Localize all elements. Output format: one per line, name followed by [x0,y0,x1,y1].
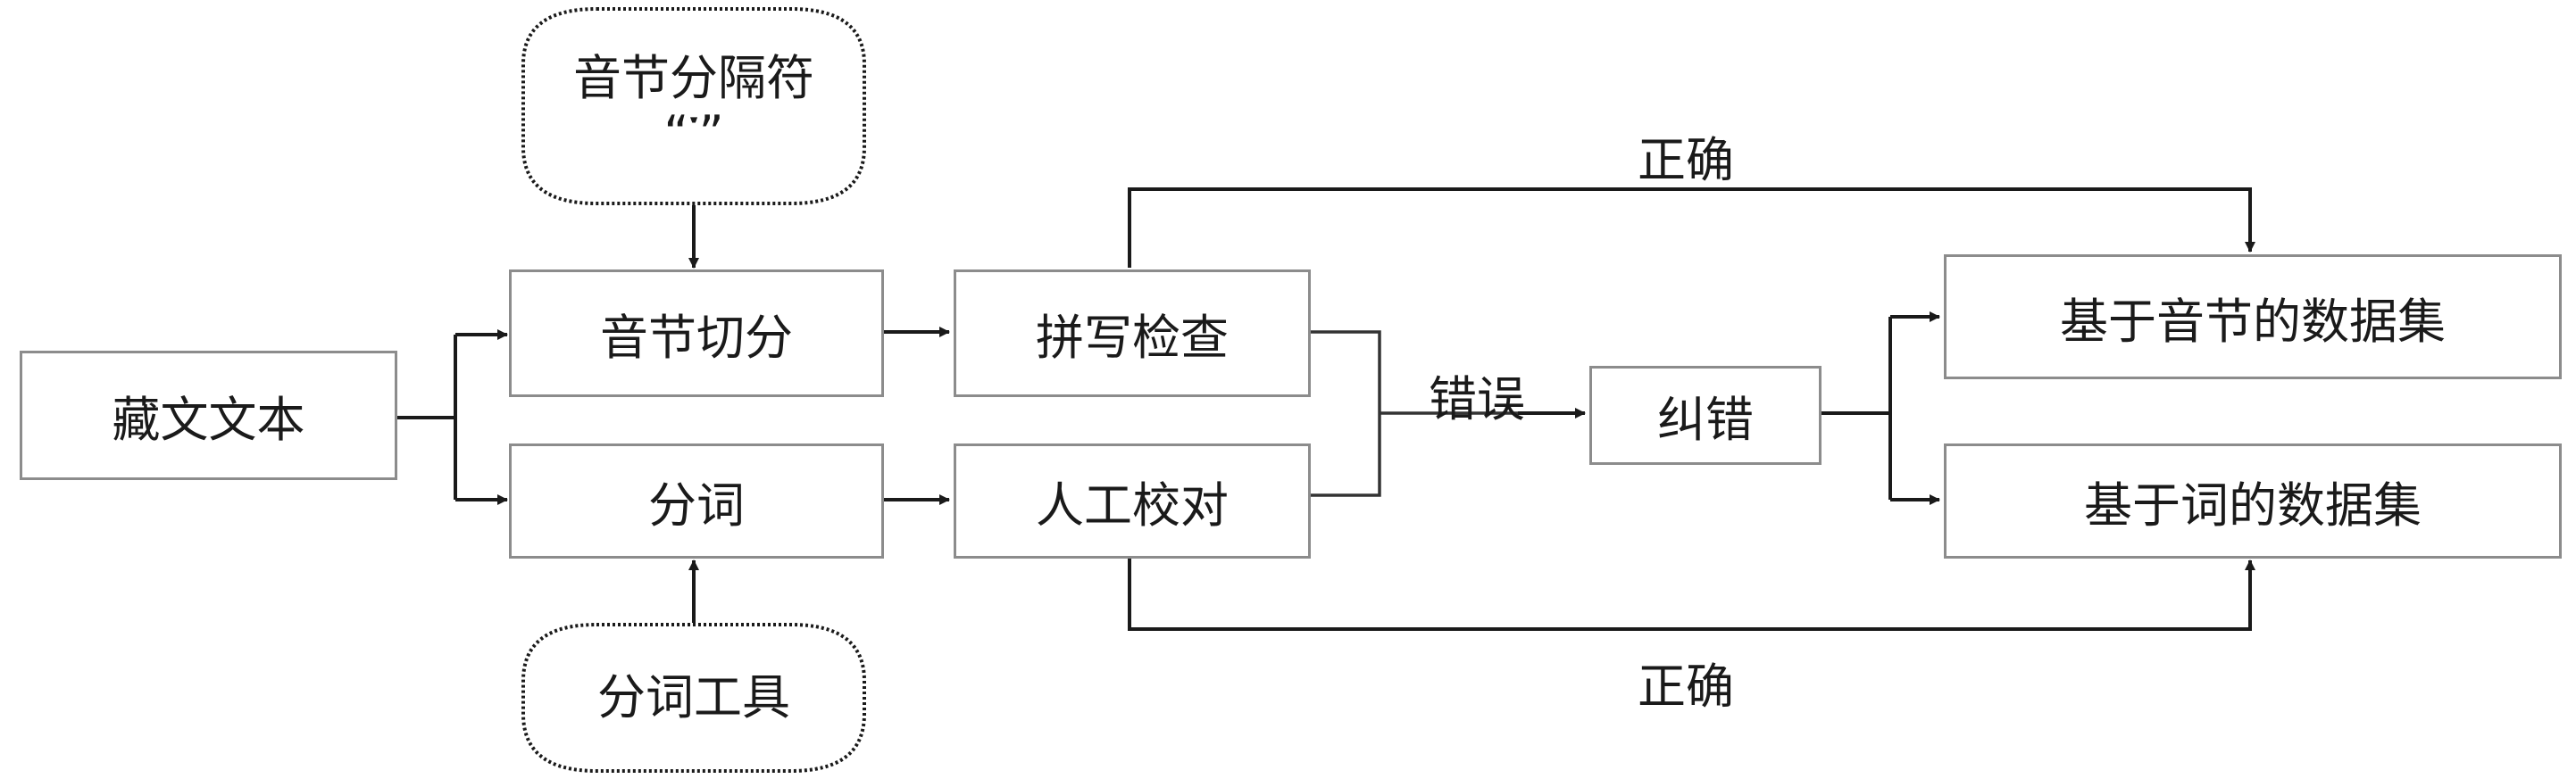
separator-input: 音节分隔符 “་” [523,9,864,203]
edge-label-error: 错误 [1429,371,1525,427]
seg-tool-input: 分词工具 [523,625,864,771]
node-spell-check: 拼写检查 [954,269,1311,397]
separator-label: 音节分隔符 [573,49,814,106]
node-word-segmentation-label: 分词 [648,477,745,534]
node-tibetan-text-label: 藏文文本 [112,392,305,448]
connector-correct-bottom [1128,558,2255,631]
separator-cloud-shape [521,7,866,205]
connector-source-split [397,335,457,500]
edge-label-correct-top: 正确 [1638,132,1734,188]
node-word-segmentation: 分词 [509,443,884,559]
node-tibetan-text: 藏文文本 [20,351,397,480]
node-syllable-dataset-label: 基于音节的数据集 [2060,293,2446,350]
edge-label-correct-bottom: 正确 [1638,659,1734,715]
node-syllable-segmentation-label: 音节切分 [600,310,793,366]
separator-symbol: “་” [663,105,724,162]
seg-tool-label: 分词工具 [597,668,790,725]
node-spell-check-label: 拼写检查 [1036,310,1229,366]
node-error-correction-label: 纠错 [1657,392,1754,448]
connector-correction-split [1822,317,1892,500]
node-word-dataset: 基于词的数据集 [1944,443,2562,559]
node-error-correction: 纠错 [1589,366,1822,465]
node-syllable-segmentation: 音节切分 [509,269,884,397]
node-word-dataset-label: 基于词的数据集 [2084,477,2422,534]
node-manual-proofreading-label: 人工校对 [1036,477,1229,534]
node-manual-proofreading: 人工校对 [954,443,1311,559]
connector-correct-top [1128,187,2255,268]
node-syllable-dataset: 基于音节的数据集 [1944,254,2562,379]
